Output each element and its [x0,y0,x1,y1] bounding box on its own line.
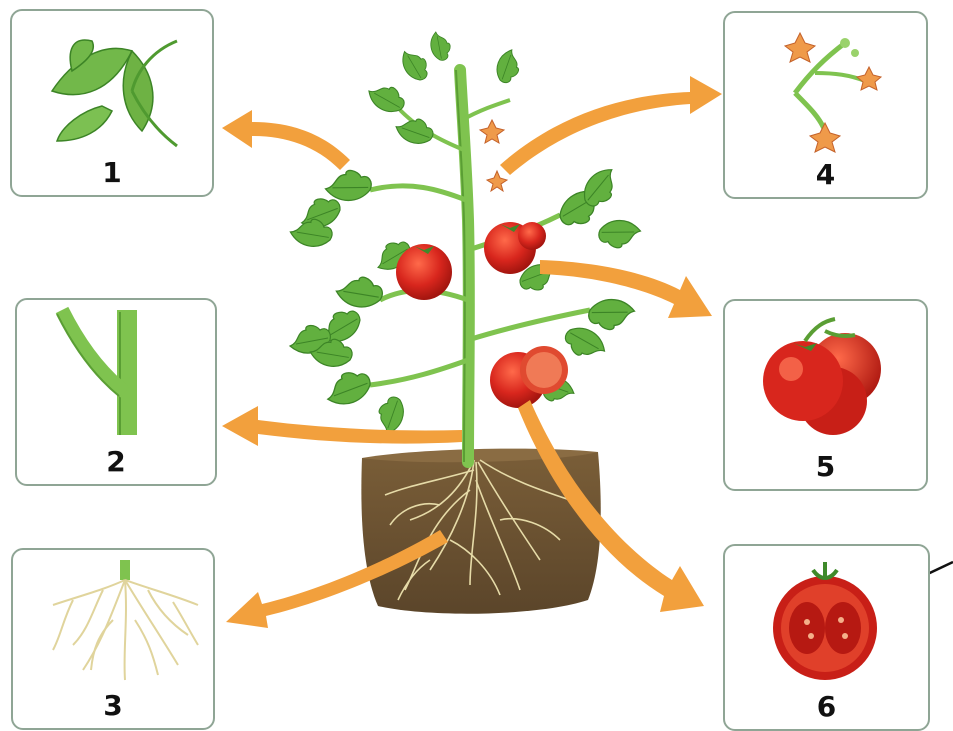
panel-label: 3 [13,689,213,722]
leaf-icon [12,11,212,161]
panel-2-stem: 2 [15,298,217,486]
panel-label: 4 [725,158,926,191]
tomato-cross-section-icon [725,546,925,696]
plant-flowers [480,120,507,191]
stem-icon [17,300,217,450]
plant-tomatoes [396,222,568,408]
roots-icon [13,550,213,700]
panel-label: 6 [725,690,928,723]
panel-label: 1 [12,156,212,189]
arrow-to-stem [222,406,462,446]
tomatoes-icon [725,301,925,451]
panel-1-leaf: 1 [10,9,214,197]
panel-label: 5 [725,450,926,483]
arrow-to-leaf [222,110,350,170]
panel-4-flowers: 4 [723,11,928,199]
panel-6-tomato-cross-section: 6 [723,544,930,731]
arrow-to-flowers [500,76,722,175]
panel-3-roots: 3 [11,548,215,730]
flowers-icon [725,13,925,163]
panel-label: 2 [17,445,215,478]
panel-5-tomatoes: 5 [723,299,928,491]
